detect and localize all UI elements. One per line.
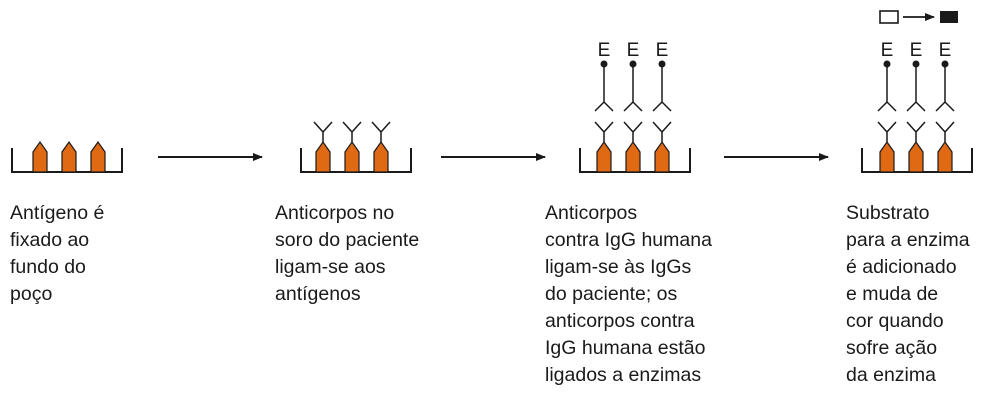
step4-caption: Substrato para a enzima é adicionado e m… [846, 202, 970, 386]
antigen-icon [937, 140, 953, 173]
substrate-conversion-icon [879, 10, 958, 24]
enzyme-label: E [939, 40, 952, 61]
y-antibody-icon [652, 121, 672, 142]
step3-caption: Anticorpos contra IgG humana ligam-se às… [545, 202, 712, 386]
antigen-icon [32, 140, 48, 173]
well-step2 [300, 121, 412, 173]
antigen-icon [625, 140, 641, 173]
well-step3: E E E [579, 40, 691, 173]
y-antibody-icon [594, 121, 614, 142]
well-step1 [11, 140, 123, 173]
antigen-icon [596, 140, 612, 173]
enzyme-label: E [910, 40, 923, 61]
y-antibody-icon [877, 121, 897, 142]
y-antibody-icon [371, 121, 391, 142]
antigen-icon [344, 140, 360, 173]
enzyme-lollipop-icon [912, 60, 920, 68]
enzyme-label: E [656, 40, 669, 61]
inverted-y-antibody-icon [652, 66, 672, 112]
enzyme-lollipop-icon [600, 60, 608, 68]
enzyme-lollipop-icon [883, 60, 891, 68]
antigen-icon [373, 140, 389, 173]
y-antibody-icon [935, 121, 955, 142]
enzyme-label: E [627, 40, 640, 61]
well-step4: E E E [861, 10, 973, 173]
step1-caption: Antígeno é fixado ao fundo do poço [10, 202, 105, 305]
inverted-y-antibody-icon [935, 66, 955, 112]
inverted-y-antibody-icon [623, 66, 643, 112]
enzyme-lollipop-icon [629, 60, 637, 68]
antigen-icon [61, 140, 77, 173]
step2-caption: Anticorpos no soro do paciente ligam-se … [275, 202, 420, 305]
antigen-icon [654, 140, 670, 173]
antigen-icon [90, 140, 106, 173]
antigen-icon [879, 140, 895, 173]
y-antibody-icon [313, 121, 333, 142]
antigen-icon [315, 140, 331, 173]
inverted-y-antibody-icon [877, 66, 897, 112]
substrate-open-square-icon [879, 10, 899, 24]
enzyme-label: E [881, 40, 894, 61]
enzyme-lollipop-icon [658, 60, 666, 68]
inverted-y-antibody-icon [906, 66, 926, 112]
enzyme-label: E [598, 40, 611, 61]
y-antibody-icon [342, 121, 362, 142]
enzyme-lollipop-icon [941, 60, 949, 68]
antigen-icon [908, 140, 924, 173]
inverted-y-antibody-icon [594, 66, 614, 112]
y-antibody-icon [623, 121, 643, 142]
product-filled-square-icon [940, 11, 958, 23]
y-antibody-icon [906, 121, 926, 142]
